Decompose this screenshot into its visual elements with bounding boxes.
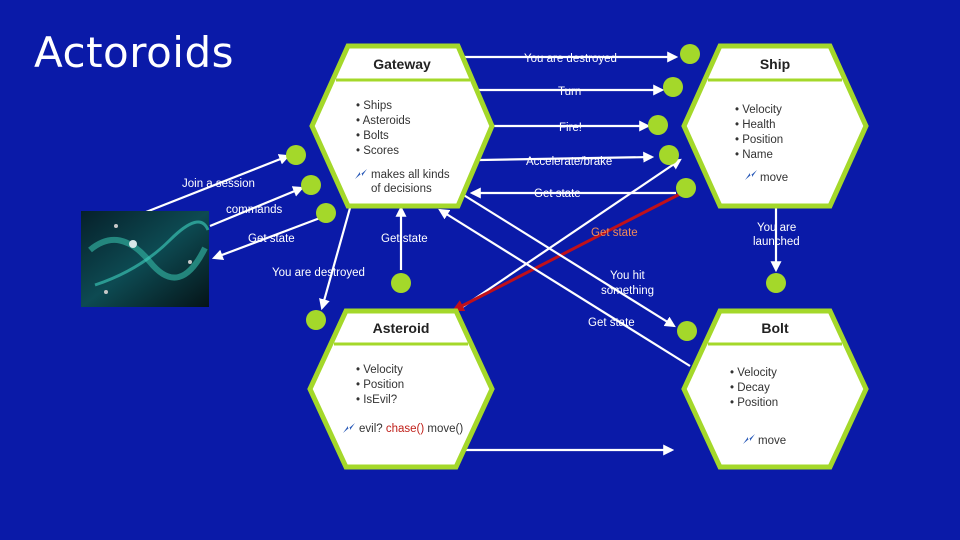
port-gateway-client-2 <box>301 175 321 195</box>
ship-title: Ship <box>760 56 790 72</box>
port-ship-1 <box>680 44 700 64</box>
port-ship-2 <box>663 77 683 97</box>
label-join-session: Join a session <box>182 178 255 190</box>
bolt-item: • Position <box>730 397 778 409</box>
label-accelerate-brake: Accelerate/brake <box>526 156 612 168</box>
label-fire: Fire! <box>559 122 582 134</box>
ship-item: • Name <box>735 149 773 161</box>
ship-item: • Velocity <box>735 104 782 116</box>
edge-get-state-bolt <box>438 208 691 367</box>
label-you-are-destroyed: You are destroyed <box>524 53 617 65</box>
label-turn: Turn <box>558 86 581 98</box>
label-get-state-client: Get state <box>248 233 295 245</box>
gateway-behavior-line1: makes all kinds <box>371 169 450 181</box>
edge-you-are-destroyed-asteroid <box>319 207 352 311</box>
bolt-item: • Decay <box>730 382 770 394</box>
port-ship-4 <box>659 145 679 165</box>
label-you-are-destroyed-asteroid: You are destroyed <box>272 267 365 279</box>
port-asteroid-left <box>306 310 326 330</box>
port-gateway-client-1 <box>286 145 306 165</box>
asteroid-item: • Position <box>356 379 404 391</box>
edge-asteroid-to-ship <box>457 158 682 311</box>
bolt-title: Bolt <box>761 320 789 336</box>
asteroid-node: Asteroid • Velocity • Position • IsEvil?… <box>307 308 495 470</box>
bolt-behavior: move <box>758 435 786 447</box>
label-get-state-red: Get state <box>591 227 638 239</box>
edge-join-session <box>145 154 291 214</box>
label-you-hit-something-1: You hit <box>610 270 646 282</box>
port-bolt-left <box>677 321 697 341</box>
port-gateway-client-3 <box>316 203 336 223</box>
asteroid-behavior: evil? chase() move() <box>359 423 463 435</box>
gateway-behavior-line2: of decisions <box>371 183 432 195</box>
label-you-are-launched-2: launched <box>753 236 800 248</box>
bolt-item: • Velocity <box>730 367 777 379</box>
port-ship-5 <box>676 178 696 198</box>
label-get-state-ship: Get state <box>534 188 581 200</box>
gateway-item: • Ships <box>356 100 392 112</box>
label-commands: commands <box>226 204 282 216</box>
ship-behavior: move <box>760 172 788 184</box>
port-ship-3 <box>648 115 668 135</box>
edge-get-state-client <box>211 216 321 261</box>
asteroid-item: • Velocity <box>356 364 403 376</box>
port-asteroid-top <box>391 273 411 293</box>
edge-you-hit-something <box>461 193 676 328</box>
port-bolt-top <box>766 273 786 293</box>
chase-method: chase() <box>386 423 425 435</box>
edge-accelerate <box>479 151 655 163</box>
ship-node: Ship • Velocity • Health • Position • Na… <box>681 43 869 209</box>
slide-title: Actoroids <box>34 28 235 77</box>
edge-commands <box>209 186 305 228</box>
ship-item: • Health <box>735 119 775 131</box>
gateway-node: Gateway • Ships • Asteroids • Bolts • Sc… <box>309 43 495 209</box>
label-get-state-bolt: Get state <box>588 317 635 329</box>
client-game-thumbnail <box>81 211 210 307</box>
asteroid-item: • IsEvil? <box>356 394 397 406</box>
gateway-item: • Asteroids <box>356 115 411 127</box>
label-you-hit-something-2: something <box>601 285 654 297</box>
bolt-node: Bolt • Velocity • Decay • Position move <box>681 308 869 470</box>
label-get-state-asteroid: Get state <box>381 233 428 245</box>
label-you-are-launched-1: You are <box>757 222 796 234</box>
gateway-item: • Bolts <box>356 130 389 142</box>
edge-get-state-red <box>451 192 681 312</box>
gateway-title: Gateway <box>373 56 431 72</box>
ship-item: • Position <box>735 134 783 146</box>
asteroid-title: Asteroid <box>373 320 430 336</box>
gateway-item: • Scores <box>356 145 399 157</box>
